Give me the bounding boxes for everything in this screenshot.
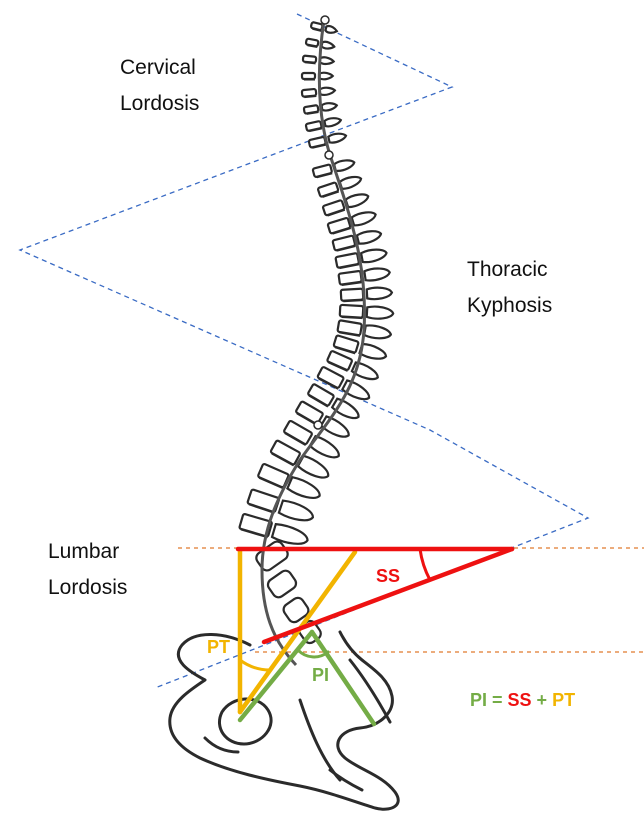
thoracic-label-line-2: Kyphosis	[467, 288, 552, 324]
formula-pi: PI	[470, 690, 487, 710]
pelvis	[170, 632, 398, 809]
t12-landmark	[314, 421, 322, 429]
c7-landmark	[325, 151, 333, 159]
sacral-segment	[266, 568, 299, 599]
ss-label: SS	[376, 566, 400, 587]
formula-plus: +	[532, 690, 553, 710]
vertebra	[340, 305, 394, 321]
cervical-label-line-2: Lordosis	[120, 86, 199, 122]
vertebra	[302, 73, 333, 80]
formula-equals: =	[487, 690, 508, 710]
pelvic-incidence-lines	[240, 632, 374, 724]
cervical-label-line-1: Cervical	[120, 50, 199, 86]
formula-ss: SS	[508, 690, 532, 710]
cervical-lordosis-label: Cervical Lordosis	[120, 50, 199, 122]
vertebra	[341, 287, 393, 302]
sacral-segment	[254, 539, 290, 573]
thoracic-kyphosis-label: Thoracic Kyphosis	[467, 252, 552, 324]
formula-pt: PT	[552, 690, 575, 710]
thoracic-label-line-1: Thoracic	[467, 252, 552, 288]
c1-landmark	[321, 16, 329, 24]
lumbar-label-line-2: Lordosis	[48, 570, 127, 606]
pt-label: PT	[207, 637, 230, 658]
pi-label: PI	[312, 665, 329, 686]
lumbar-lordosis-label: Lumbar Lordosis	[48, 534, 127, 606]
lumbar-label-line-1: Lumbar	[48, 534, 127, 570]
pi-formula: PI = SS + PT	[470, 690, 575, 711]
